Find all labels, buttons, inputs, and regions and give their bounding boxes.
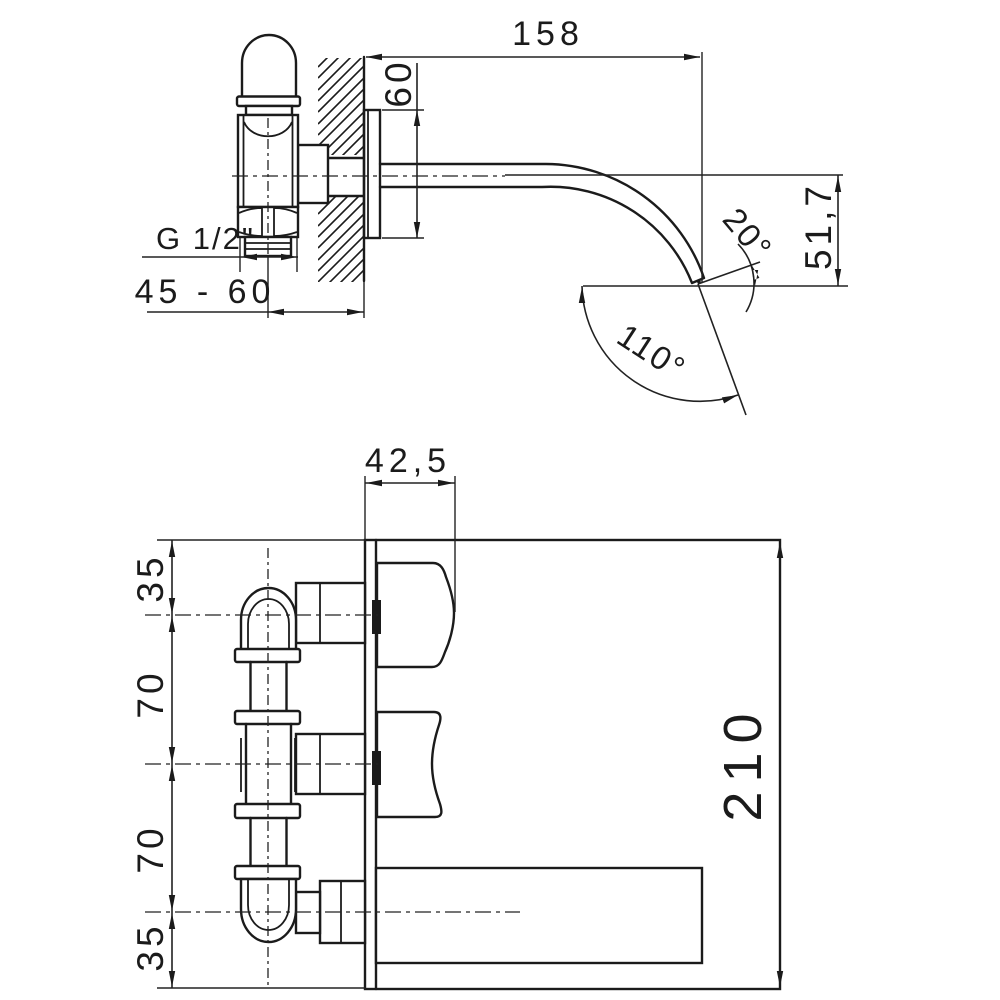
top-connection-block <box>294 581 367 645</box>
valve-body-detail <box>242 116 294 206</box>
dim-label-drop: 51,7 <box>798 182 839 270</box>
dim-label-flange: 60 <box>378 58 419 107</box>
spout-profile <box>378 162 706 285</box>
valve-neck <box>244 104 294 117</box>
side-view: 158 60 G 1/2" 45 - 60 <box>135 15 848 416</box>
dim-spout-drop: 51,7 <box>505 174 848 287</box>
concealed-pipe-assembly <box>233 581 367 945</box>
dim-label-offset-top: 35 <box>130 553 171 602</box>
pipe-segment-2 <box>249 816 288 868</box>
angle-valve <box>235 33 330 258</box>
dim-label-plate-height: 210 <box>713 704 773 821</box>
dim-outlet-tilt: 20° <box>697 201 780 313</box>
dim-chain-left: 35 70 70 35 <box>130 539 366 989</box>
spout-front-profile <box>374 866 704 965</box>
wall-pipe <box>324 156 368 198</box>
valve-stem-top <box>372 600 381 634</box>
dim-wall-depth: 45 - 60 <box>135 256 365 318</box>
valve-dome-cap <box>240 33 298 99</box>
hex-nut-facets <box>238 207 298 237</box>
handle-middle <box>375 710 443 819</box>
dim-label-offset-bottom: 35 <box>130 922 171 971</box>
dim-bend-angle: 110° <box>578 283 747 416</box>
valve-collar <box>235 95 302 108</box>
dim-label-pitch-upper: 70 <box>130 669 171 718</box>
dim-plate-height: 210 <box>713 542 784 987</box>
dim-thread: G 1/2" <box>142 221 298 272</box>
dim-label-depth: 45 - 60 <box>135 273 276 311</box>
installation-view: 42,5 35 70 70 35 210 <box>130 442 784 991</box>
dim-label-thread: G 1/2" <box>156 221 255 256</box>
valve-outlet-coupling <box>296 143 330 205</box>
dim-flange-size: 60 <box>378 58 424 239</box>
valve-stem-middle <box>372 751 381 785</box>
dim-label-pitch-lower: 70 <box>130 824 171 873</box>
pipe-segment-1 <box>249 660 288 713</box>
handle-top <box>375 561 456 669</box>
dim-label-projection: 42,5 <box>365 442 451 480</box>
dim-projection: 42,5 <box>364 442 456 612</box>
escutcheon-flange <box>362 108 382 240</box>
dim-label-reach: 158 <box>512 15 584 53</box>
dim-label-tilt: 20° <box>716 201 780 268</box>
dim-spout-reach: 158 <box>366 15 703 283</box>
dim-label-bend: 110° <box>611 316 693 387</box>
tee-sleeve <box>240 738 296 792</box>
